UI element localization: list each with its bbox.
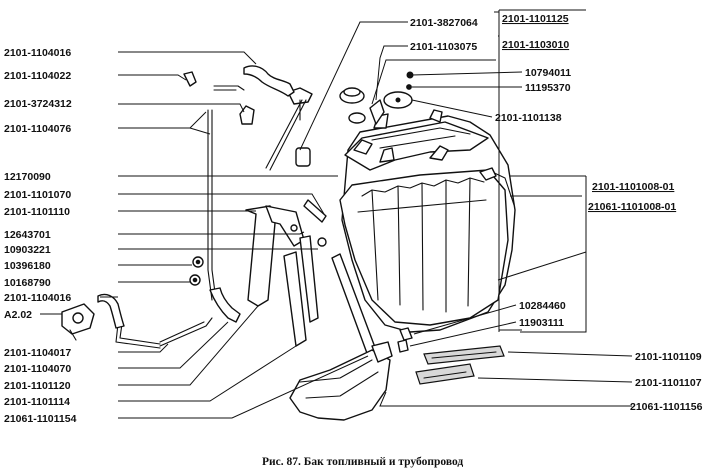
leader-lines-left: [40, 51, 369, 419]
label-10396180: 10396180: [4, 260, 51, 272]
label-21061-1101008-01: 21061-1101008-01: [588, 201, 676, 213]
label-2101-1101008-01: 2101-1101008-01: [592, 181, 674, 193]
label-21061-1101156: 21061-1101156: [630, 401, 703, 413]
label-10168790: 10168790: [4, 277, 51, 289]
labels-right: 2101-3827064 2101-1101125 2101-1103075 2…: [410, 13, 703, 413]
label-2101-1104016-top: 2101-1104016: [4, 47, 71, 59]
label-2101-1103010: 2101-1103010: [502, 39, 569, 51]
label-12170090: 12170090: [4, 171, 51, 183]
trim-panels: [415, 345, 505, 385]
label-a202: A2.02: [4, 309, 32, 321]
label-2101-1101107: 2101-1101107: [635, 377, 702, 389]
label-10284460: 10284460: [519, 300, 566, 312]
label-2101-1104076: 2101-1104076: [4, 123, 71, 135]
fuel-tank: [339, 109, 516, 333]
fuel-pipe-long: [115, 109, 241, 349]
label-12643701: 12643701: [4, 229, 51, 241]
label-11195370: 11195370: [525, 82, 571, 94]
pump-hose: [61, 293, 125, 341]
label-11903111: 11903111: [519, 317, 564, 329]
tank-shield: [289, 341, 393, 421]
label-2101-1101109: 2101-1101109: [635, 351, 702, 363]
label-2101-1103075: 2101-1103075: [410, 41, 477, 53]
label-2101-1101138: 2101-1101138: [495, 112, 562, 124]
label-2101-1101125: 2101-1101125: [502, 13, 569, 25]
label-2101-1101120: 2101-1101120: [4, 380, 71, 392]
label-2101-3724312: 2101-3724312: [4, 98, 72, 110]
label-10903221: 10903221: [4, 244, 51, 256]
label-2101-1104016-low: 2101-1104016: [4, 292, 71, 304]
label-10794011: 10794011: [525, 67, 571, 79]
filler-cap-parts: [339, 71, 414, 125]
drain-plug: [397, 327, 413, 353]
label-2101-1104022: 2101-1104022: [4, 70, 71, 82]
label-2101-1101110: 2101-1101110: [4, 206, 70, 218]
tank-straps: [245, 205, 377, 357]
label-2101-1101070: 2101-1101070: [4, 189, 71, 201]
label-2101-1104017: 2101-1104017: [4, 347, 71, 359]
label-2101-1101114: 2101-1101114: [4, 396, 70, 408]
small-fasteners: [189, 199, 327, 286]
vent-hoses: [183, 65, 295, 125]
label-2101-3827064: 2101-3827064: [410, 17, 478, 29]
group-bracket-top-right: [498, 9, 586, 330]
labels-left: 2101-1104016 2101-1104022 2101-3724312 2…: [4, 47, 77, 425]
label-21061-1101154: 21061-1101154: [4, 413, 77, 425]
figure-caption: Рис. 87. Бак топливный и трубопровод: [262, 456, 463, 468]
fuel-level-sender: [265, 87, 313, 171]
label-2101-1104070: 2101-1104070: [4, 363, 71, 375]
